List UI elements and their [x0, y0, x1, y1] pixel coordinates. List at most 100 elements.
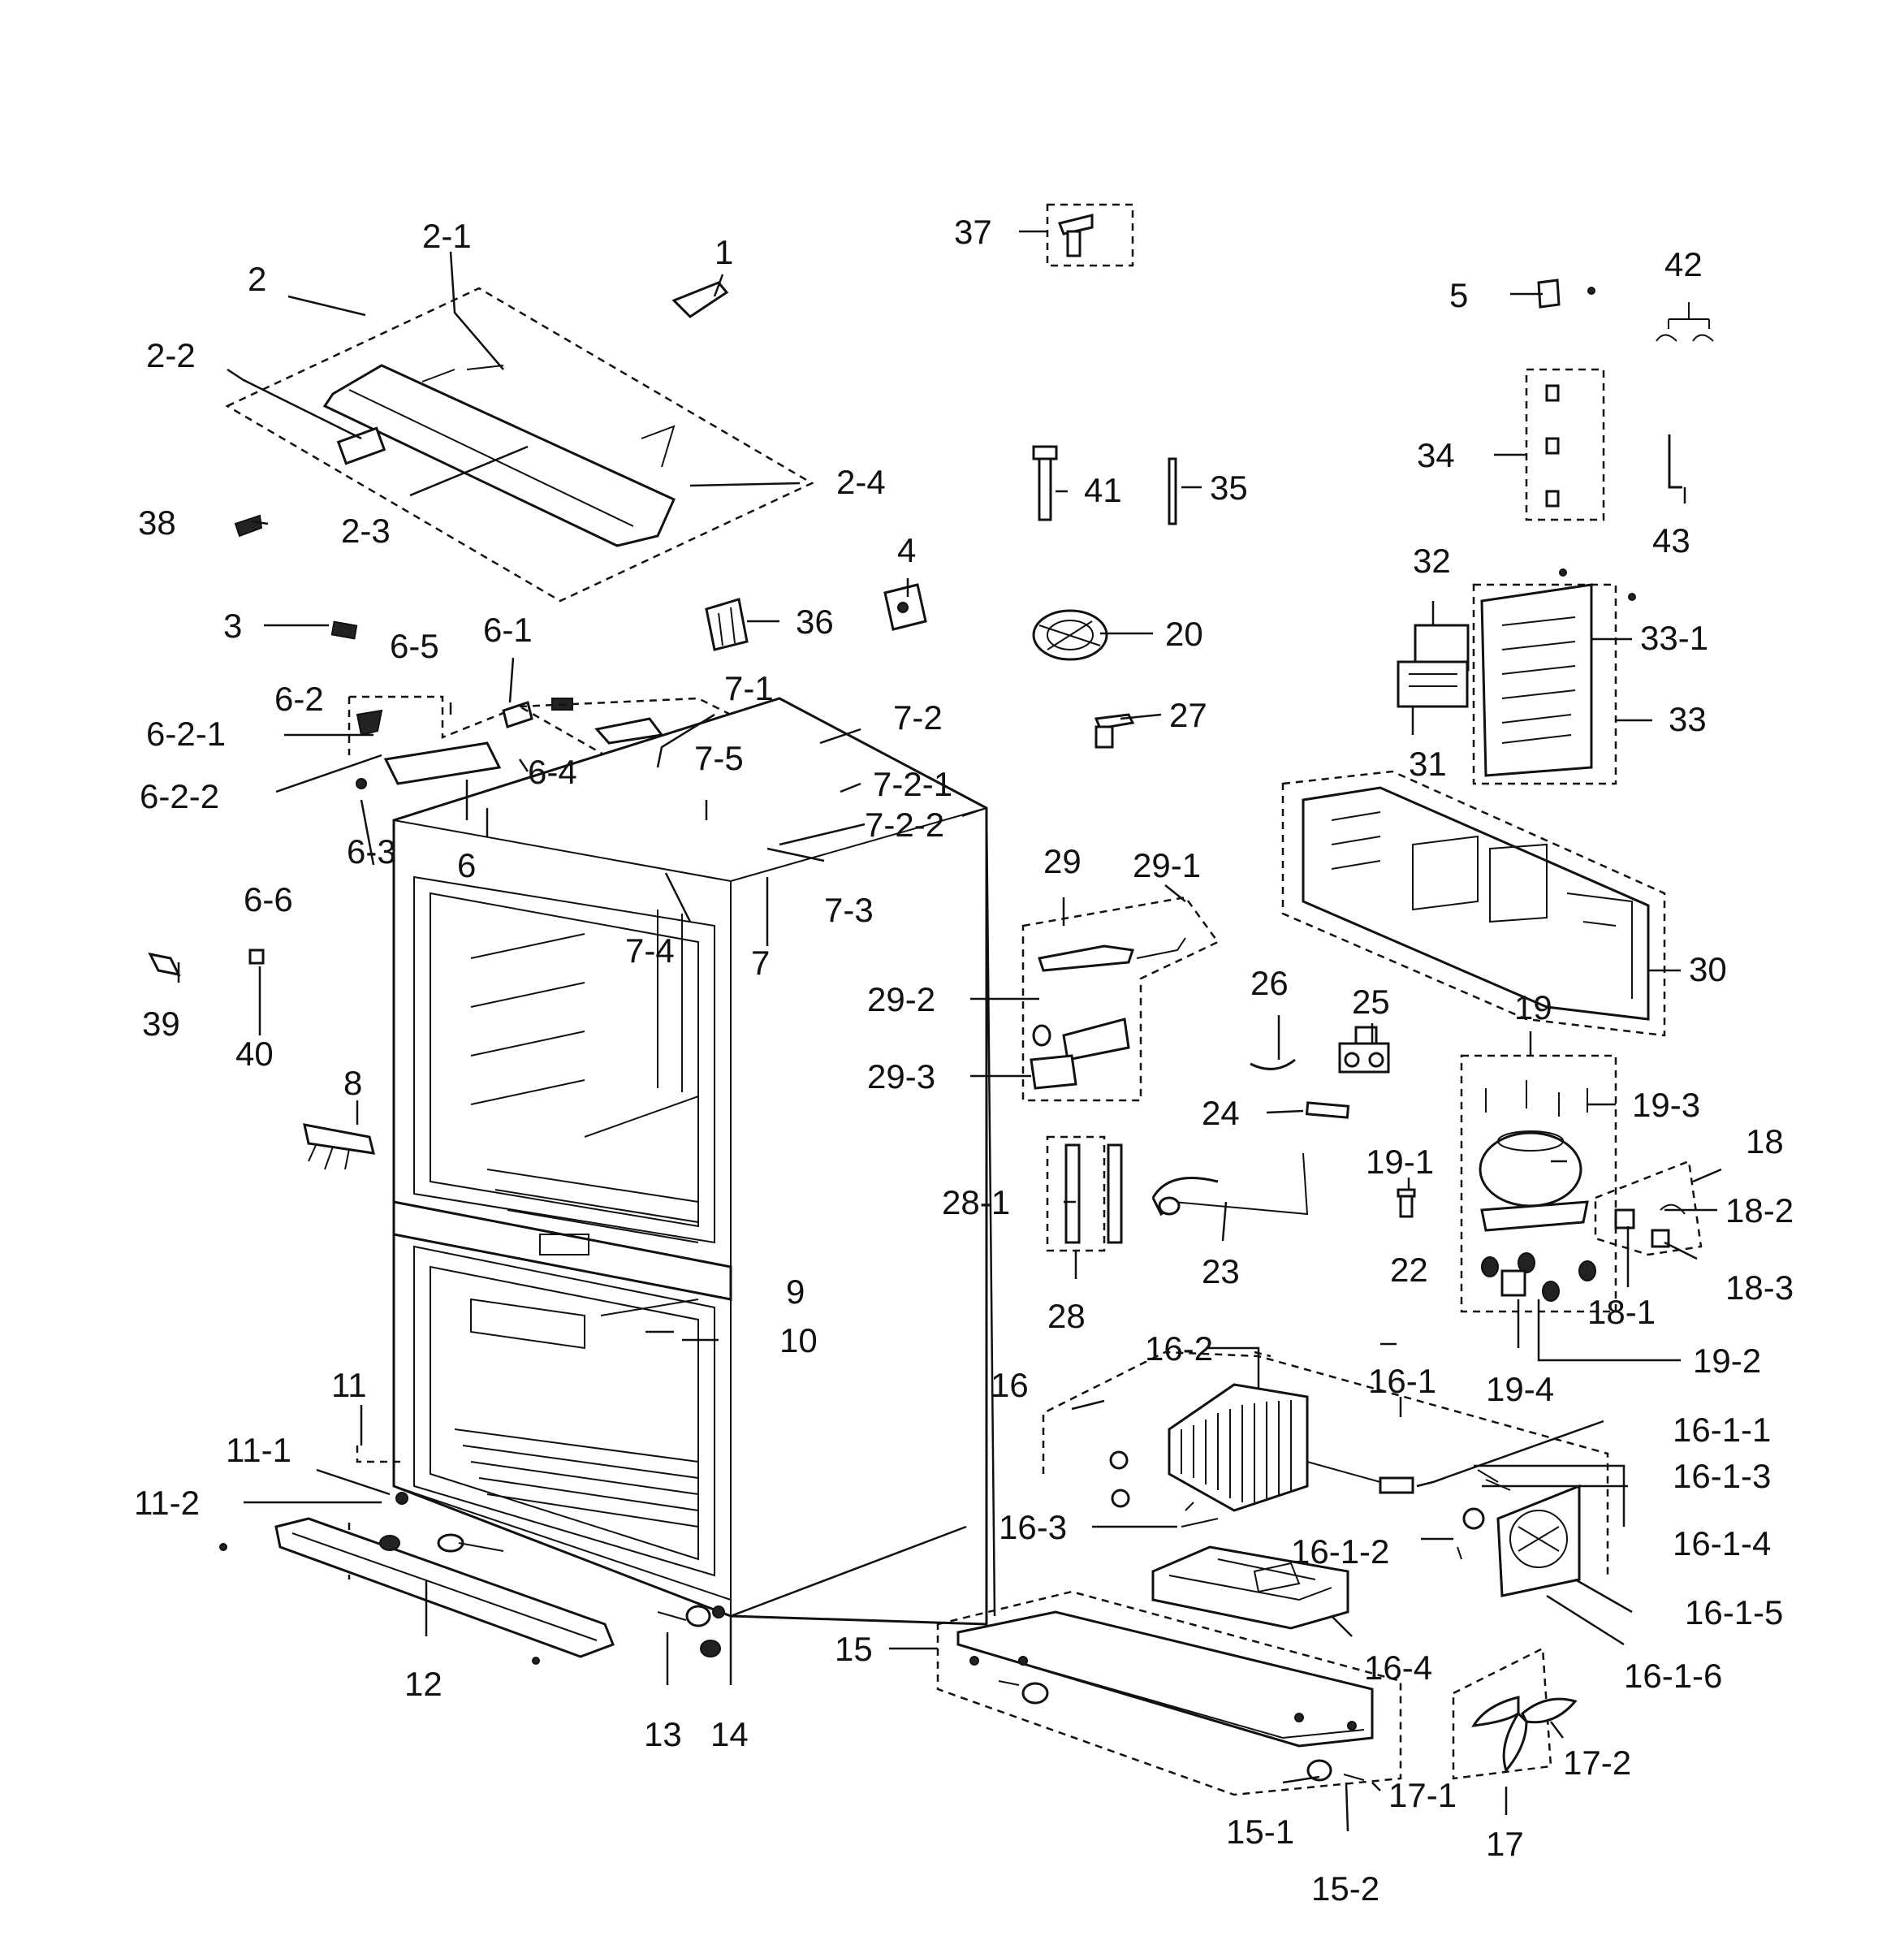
callout-16-1-6: 16-1-6: [1624, 1657, 1722, 1695]
callout-1: 1: [715, 233, 733, 271]
part-8: [303, 1123, 376, 1170]
refrigerator-cabinet: [392, 697, 988, 1626]
damper-20: [1032, 609, 1108, 661]
callout-4: 4: [897, 531, 916, 569]
part-35: [1168, 457, 1177, 525]
callout-10: 10: [779, 1321, 818, 1359]
callout-42: 42: [1664, 245, 1703, 283]
upper-hinge-left-6: [348, 695, 573, 789]
callout-7-3: 7-3: [824, 891, 874, 929]
callout-6-6: 6-6: [244, 880, 293, 918]
callout-18-3: 18-3: [1725, 1268, 1794, 1307]
part-22: [1397, 1188, 1416, 1218]
callout-15-1: 15-1: [1226, 1813, 1294, 1851]
callout-16-1-5: 16-1-5: [1685, 1593, 1783, 1631]
callout-29-2: 29-2: [867, 980, 935, 1018]
callout-33: 33: [1669, 700, 1707, 738]
callout-12: 12: [404, 1665, 443, 1703]
part-24: [1305, 1101, 1350, 1119]
part-5: [1537, 279, 1595, 309]
callout-6: 6: [457, 846, 476, 884]
callout-23: 23: [1202, 1252, 1240, 1290]
part-18: [1594, 1160, 1703, 1256]
callout-15: 15: [835, 1630, 873, 1668]
callout-32: 32: [1413, 542, 1451, 580]
callout-16-1-3: 16-1-3: [1673, 1457, 1771, 1495]
callout-7-5: 7-5: [694, 739, 744, 777]
callout-24: 24: [1202, 1094, 1240, 1132]
part-43: [1668, 434, 1682, 489]
heater-28: [1046, 1135, 1123, 1252]
callout-5: 5: [1449, 276, 1468, 314]
callout-28: 28: [1047, 1297, 1086, 1335]
callout-39: 39: [142, 1005, 180, 1043]
callout-labels: 1 2 2-1 2-2 2-3 2-4 3 4 5 6 6-1 6-2 6-2-…: [134, 213, 1794, 1908]
drain-pan-16-4: [1151, 1545, 1349, 1630]
callout-19-3: 19-3: [1632, 1086, 1700, 1124]
callout-13: 13: [644, 1715, 682, 1753]
part-41: [1032, 445, 1058, 521]
callout-2: 2: [248, 260, 266, 298]
callout-19-1: 19-1: [1366, 1143, 1434, 1181]
callout-15-2: 15-2: [1311, 1869, 1379, 1908]
callout-31: 31: [1409, 745, 1447, 783]
callout-2-1: 2-1: [422, 217, 472, 255]
callout-17-2: 17-2: [1563, 1744, 1631, 1782]
callout-16-2: 16-2: [1145, 1329, 1213, 1368]
back-cover-30: [1281, 770, 1666, 1037]
callout-20: 20: [1165, 615, 1203, 653]
top-hinge-1: [671, 281, 729, 318]
callout-40: 40: [235, 1035, 274, 1073]
callout-7-2: 7-2: [893, 698, 943, 737]
callout-29-1: 29-1: [1133, 846, 1201, 884]
callout-26: 26: [1250, 964, 1289, 1002]
part-27: [1094, 713, 1135, 749]
callout-7-4: 7-4: [625, 931, 675, 970]
callout-25: 25: [1352, 983, 1390, 1021]
callout-11-1: 11-1: [226, 1431, 291, 1469]
condenser-assembly-16: [1042, 1350, 1609, 1597]
stopper-38: [234, 514, 263, 538]
callout-7-1: 7-1: [724, 669, 774, 707]
callout-27: 27: [1169, 696, 1207, 734]
callout-19: 19: [1514, 988, 1552, 1026]
callout-35: 35: [1210, 469, 1248, 507]
callout-6-3: 6-3: [347, 832, 396, 871]
part-36: [705, 598, 749, 651]
callout-16-1-1: 16-1-1: [1673, 1411, 1771, 1449]
part-34: [1525, 368, 1605, 521]
callout-7: 7: [751, 944, 770, 982]
callout-6-1: 6-1: [483, 611, 533, 649]
compressor-assembly-19: [1460, 1054, 1617, 1313]
callout-2-3: 2-3: [341, 512, 391, 550]
leader-lines: [177, 230, 1722, 1832]
cover-3: [330, 620, 358, 640]
part-39: [148, 952, 181, 977]
part-37: [1046, 203, 1134, 267]
callout-43: 43: [1652, 521, 1690, 560]
callout-11: 11: [331, 1366, 367, 1404]
callout-6-4: 6-4: [528, 753, 577, 791]
lower-hinge-assembly: [219, 1446, 721, 1665]
callout-6-2: 6-2: [274, 680, 324, 718]
callout-8: 8: [343, 1064, 362, 1102]
callout-18: 18: [1746, 1122, 1784, 1160]
callout-19-2: 19-2: [1693, 1342, 1761, 1380]
fan-blade-17: [1452, 1647, 1578, 1780]
callout-11-2: 11-2: [134, 1484, 200, 1522]
callout-29-3: 29-3: [867, 1057, 935, 1096]
callout-41: 41: [1084, 471, 1122, 509]
callout-29: 29: [1043, 842, 1082, 880]
callout-37: 37: [954, 213, 992, 251]
callout-7-2-2: 7-2-2: [865, 806, 944, 844]
callout-16-1-2: 16-1-2: [1291, 1532, 1389, 1571]
part-40: [248, 949, 265, 965]
callout-16-1: 16-1: [1368, 1362, 1436, 1400]
callout-38: 38: [138, 503, 176, 542]
callout-16-4: 16-4: [1364, 1649, 1432, 1687]
control-boards: [1397, 624, 1470, 708]
callout-30: 30: [1689, 950, 1727, 988]
valve-25: [1338, 1026, 1390, 1074]
callout-9: 9: [786, 1273, 805, 1311]
callout-3: 3: [223, 607, 242, 645]
